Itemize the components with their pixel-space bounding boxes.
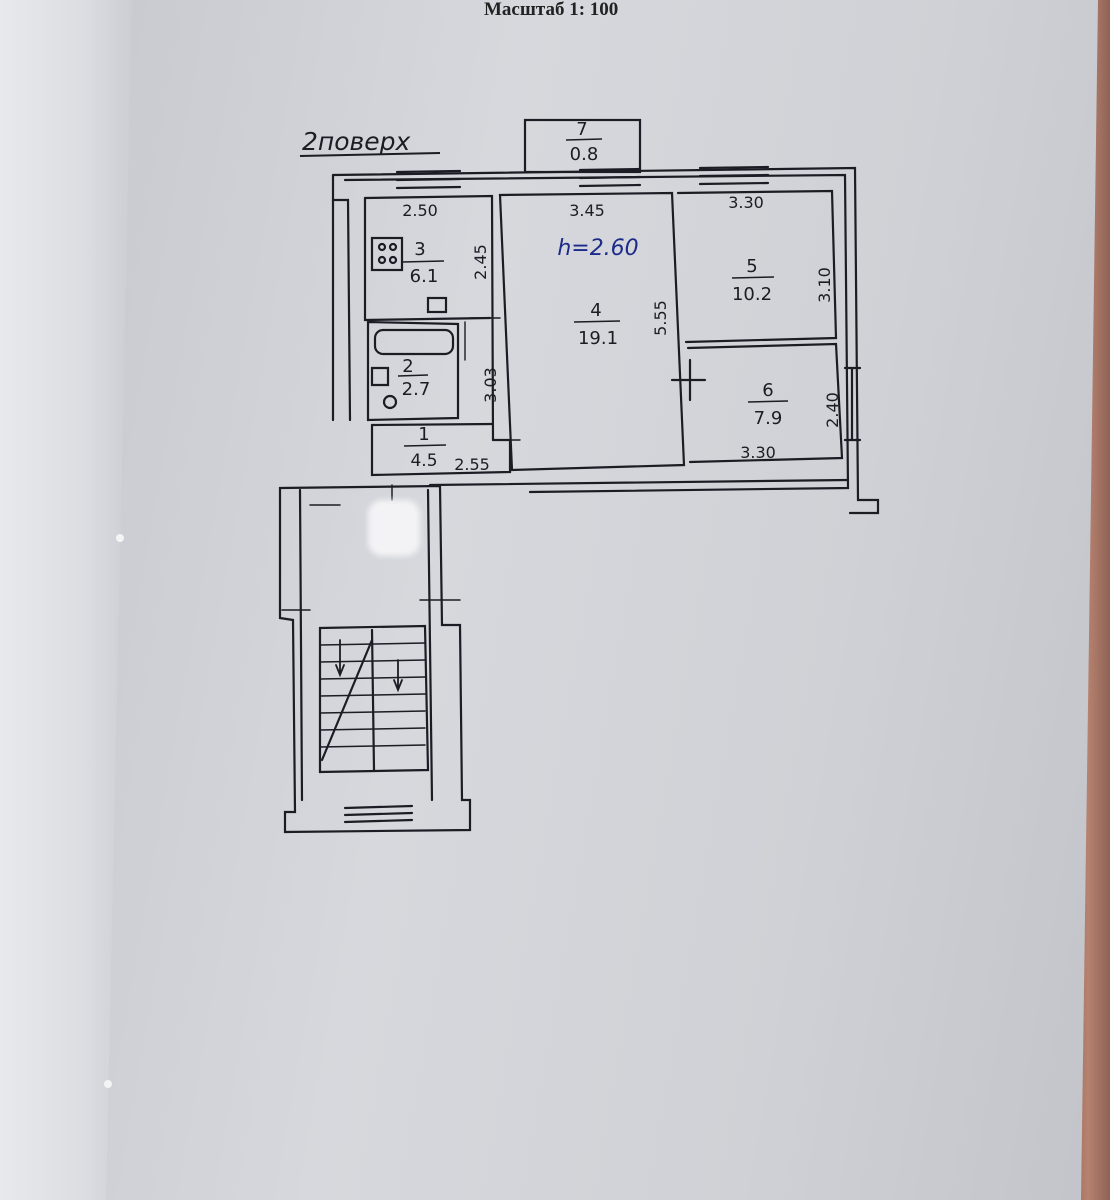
window-side <box>843 366 862 442</box>
scale-title: Масштаб 1: 100 <box>484 0 619 20</box>
wall-kitchen-bottom <box>363 196 492 322</box>
dim-bedroom-top-depth: 3.10 <box>815 267 834 303</box>
dim-bath-depth: 3.03 <box>481 367 500 403</box>
room-3-area: 6.1 <box>410 266 439 287</box>
dim-living-width: 3.45 <box>569 201 605 220</box>
room-5-number: 5 <box>746 256 757 277</box>
bathroom-box <box>366 320 460 422</box>
wall-kitchen <box>363 194 495 442</box>
stairs <box>318 624 430 774</box>
room-4-area: 19.1 <box>578 328 618 349</box>
outer-wall <box>331 166 880 515</box>
room-5-area: 10.2 <box>732 284 772 305</box>
room-1-area: 4.5 <box>410 451 437 471</box>
window-stair <box>343 804 414 824</box>
stove-icon <box>370 236 404 272</box>
room-7-area: 0.8 <box>570 144 599 165</box>
window-bedroom <box>698 165 770 186</box>
dim-bedroom-bottom-depth: 2.40 <box>823 392 842 428</box>
stairwell-outline <box>278 484 472 834</box>
ceiling-height: h=2.60 <box>557 236 638 261</box>
dim-kitchen-width: 2.50 <box>402 201 438 220</box>
room-7-number: 7 <box>576 119 587 140</box>
dim-bedroom-top-width: 3.30 <box>728 193 764 212</box>
room-4-number: 4 <box>590 300 601 321</box>
window-kitchen <box>395 169 462 190</box>
dim-hall-width: 2.55 <box>454 455 490 474</box>
room-2-number: 2 <box>402 356 413 377</box>
outer-wall-left <box>331 173 352 422</box>
wall-bedroom-6 <box>686 342 844 464</box>
sink-icon <box>426 296 448 314</box>
dim-bedroom-bottom-width: 3.30 <box>740 443 776 462</box>
dim-kitchen-depth: 2.45 <box>471 244 490 280</box>
room-1-number: 1 <box>418 424 429 445</box>
toilet-icon <box>382 394 398 410</box>
room-6-area: 7.9 <box>754 408 783 429</box>
room-3-number: 3 <box>414 239 425 260</box>
wall-bedroom-5 <box>676 189 838 344</box>
balcony-outline <box>523 118 642 174</box>
room-2-area: 2.7 <box>402 379 431 400</box>
binder-hole <box>104 1080 112 1088</box>
binder-hole <box>116 534 124 542</box>
window-living <box>578 167 642 188</box>
room-6-number: 6 <box>762 380 773 401</box>
wall-living-room <box>498 191 686 472</box>
paper-sheet <box>106 0 1098 1200</box>
floor-label: 2поверх <box>302 127 411 156</box>
dim-living-depth: 5.55 <box>651 300 670 336</box>
redacted-patch <box>368 500 420 556</box>
bathtub-icon <box>373 328 455 356</box>
